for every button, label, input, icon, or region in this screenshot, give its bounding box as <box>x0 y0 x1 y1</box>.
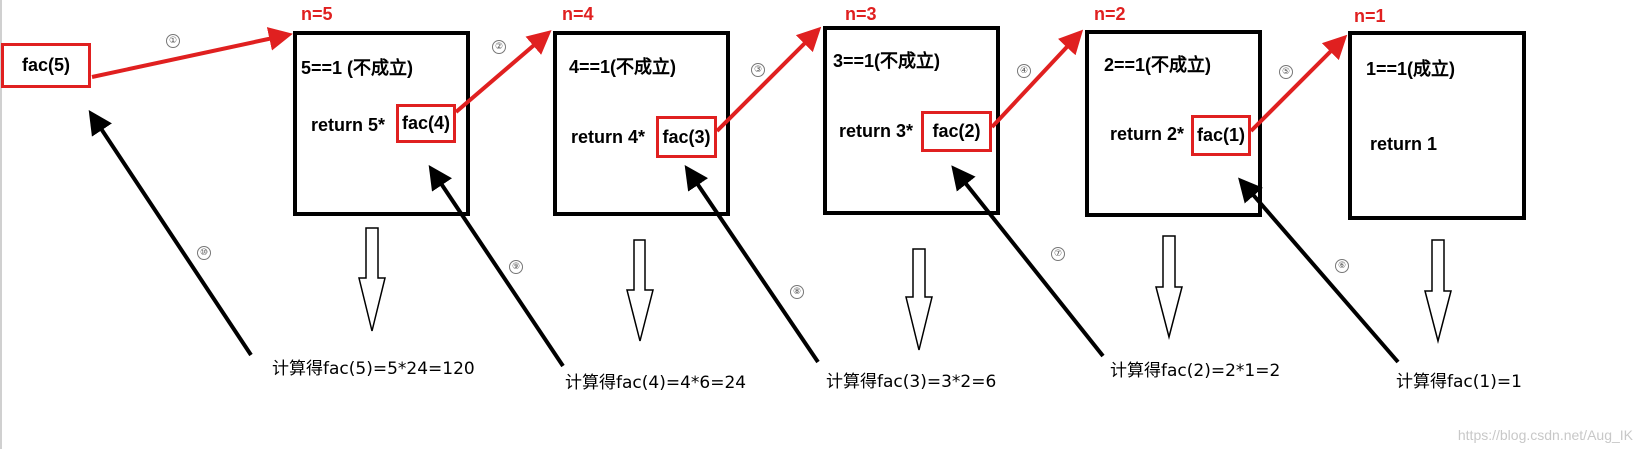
down-arrow-frame-1 <box>1424 239 1452 344</box>
frame-4-result: 计算得fac(4)=4*6=24 <box>565 373 747 393</box>
frame-5-n-label: n=5 <box>301 4 333 24</box>
frame-4-condition: 4==1(不成立) <box>569 57 677 77</box>
step-8-marker: ⑧ <box>790 285 804 299</box>
frame-3-result: 计算得fac(3)=3*2=6 <box>826 372 997 392</box>
frame-5-call-box: fac(4) <box>396 104 456 143</box>
frame-3-call-box: fac(2) <box>921 111 992 152</box>
frame-4-call-box: fac(3) <box>656 116 717 158</box>
initial-call-box: fac(5) <box>1 43 91 88</box>
call-arrow-3 <box>715 26 822 133</box>
return-arrow-10 <box>88 109 253 357</box>
return-arrow-7 <box>951 165 1105 358</box>
frame-1-result: 计算得fac(1)=1 <box>1396 372 1522 392</box>
frame-5-condition: 5==1 (不成立) <box>301 58 414 78</box>
return-arrow-6 <box>1238 177 1400 364</box>
frame-2-call-label: fac(1) <box>1196 125 1245 145</box>
return-arrow-8 <box>684 165 820 364</box>
frame-2-result: 计算得fac(2)=2*1=2 <box>1110 361 1281 381</box>
initial-call-label: fac(5) <box>21 55 70 75</box>
frame-2-call-box: fac(1) <box>1191 115 1251 156</box>
step-7-marker: ⑦ <box>1051 247 1065 261</box>
step-10-marker: ⑩ <box>197 246 211 260</box>
frame-3-return: return 3* <box>839 121 914 141</box>
step-5-marker: ⑤ <box>1279 65 1293 79</box>
frame-3-call-label: fac(2) <box>932 121 981 141</box>
frame-1-n-label: n=1 <box>1354 6 1386 26</box>
call-arrow-5 <box>1249 34 1348 133</box>
down-arrow-frame-5 <box>358 227 386 332</box>
frame-1-box <box>1348 31 1526 220</box>
down-arrow-frame-4 <box>626 239 654 342</box>
step-2-marker: ② <box>492 40 506 54</box>
step-3-marker: ③ <box>751 63 765 77</box>
frame-3-condition: 3==1(不成立) <box>833 51 941 71</box>
frame-4-n-label: n=4 <box>562 4 594 24</box>
step-4-marker: ④ <box>1017 64 1031 78</box>
step-6-marker: ⑥ <box>1335 259 1349 273</box>
frame-5-return: return 5* <box>311 115 386 135</box>
frame-5-result: 计算得fac(5)=5*24=120 <box>272 359 475 379</box>
frame-2-n-label: n=2 <box>1094 4 1126 24</box>
watermark: https://blog.csdn.net/Aug_IK <box>1457 427 1633 443</box>
step-1-marker: ① <box>166 34 180 48</box>
frame-4-return: return 4* <box>571 127 646 147</box>
frame-2-condition: 2==1(不成立) <box>1104 55 1212 75</box>
step-9-marker: ⑨ <box>509 260 523 274</box>
call-arrow-4 <box>990 29 1084 129</box>
frame-1-condition: 1==1(成立) <box>1366 59 1456 79</box>
return-arrow-9 <box>428 165 565 368</box>
frame-4-call-label: fac(3) <box>662 126 711 147</box>
call-arrow-1 <box>91 27 293 79</box>
frame-5-call-label: fac(4) <box>401 113 450 133</box>
frame-3-n-label: n=3 <box>845 4 877 24</box>
frame-2-box <box>1085 30 1262 217</box>
frame-1-return: return 1 <box>1370 134 1438 154</box>
down-arrow-frame-3 <box>905 248 933 351</box>
left-border <box>0 0 2 449</box>
frame-2-return: return 2* <box>1110 124 1185 144</box>
down-arrow-frame-2 <box>1155 235 1183 340</box>
call-arrow-2 <box>454 30 552 114</box>
